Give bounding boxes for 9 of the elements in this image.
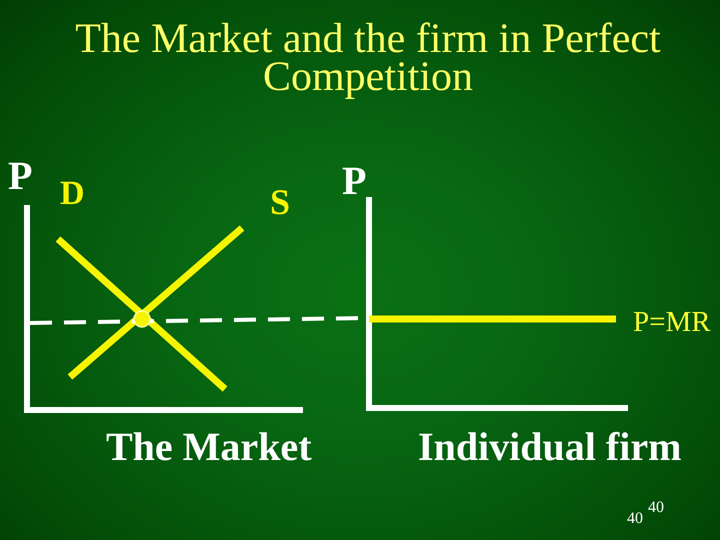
curve-label: P=MR — [633, 308, 711, 337]
page-number: 40 — [648, 500, 664, 516]
graph-caption: The Market — [106, 427, 312, 467]
graph-caption: Individual firm — [418, 427, 682, 467]
curve-label: D — [60, 177, 85, 211]
curve-label: S — [270, 184, 290, 220]
page-number: 40 — [627, 511, 643, 527]
axis-label: P — [8, 156, 32, 196]
axis-label: P — [342, 161, 366, 201]
